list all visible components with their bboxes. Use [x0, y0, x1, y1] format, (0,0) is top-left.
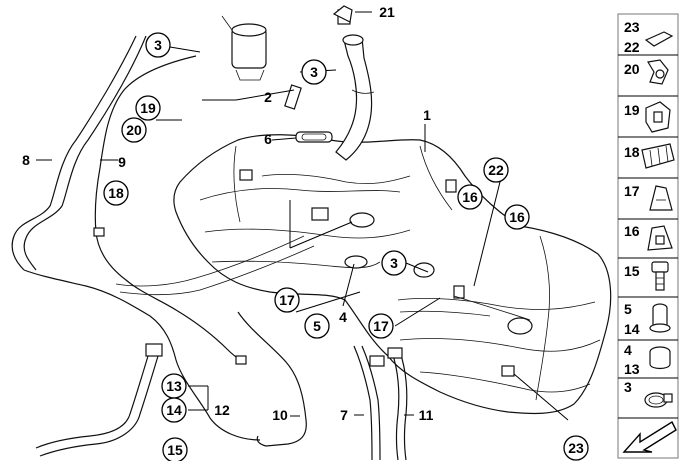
svg-text:23: 23 — [568, 440, 584, 456]
svg-text:13: 13 — [166, 378, 182, 394]
callout-9: 9 — [118, 154, 126, 170]
pipe-2 — [284, 84, 302, 110]
svg-text:15: 15 — [167, 442, 183, 458]
callout-16-left: 16 — [457, 184, 483, 210]
hose-10 — [237, 311, 307, 447]
callout-labels: 1 2 4 6 7 8 9 10 11 12 21 3 3 3 5 13 — [22, 4, 589, 461]
hose-11 — [387, 347, 408, 461]
svg-text:17: 17 — [373, 318, 389, 334]
filler-cap — [332, 5, 353, 25]
callout-6: 6 — [264, 131, 272, 147]
callout-18: 18 — [103, 180, 129, 206]
svg-text:19: 19 — [140, 100, 156, 116]
callout-2: 2 — [264, 89, 272, 105]
charcoal-canister — [221, 15, 267, 81]
gasket-6 — [295, 131, 333, 143]
callout-12: 12 — [214, 402, 230, 418]
svg-text:16: 16 — [509, 209, 525, 225]
bolt-icon — [651, 261, 669, 291]
svg-text:18: 18 — [108, 185, 124, 201]
svg-text:22: 22 — [488, 162, 504, 178]
legend-row-19: 19 — [624, 101, 671, 133]
direction-arrow-icon — [622, 420, 677, 453]
svg-text:17: 17 — [624, 183, 640, 199]
callout-14: 14 — [161, 397, 187, 423]
rubber-mount-icon — [649, 303, 671, 333]
callout-13: 13 — [161, 373, 187, 399]
callout-16-right: 16 — [504, 204, 530, 230]
legend-row-23-22: 23 22 — [624, 19, 674, 55]
callout-4: 4 — [339, 309, 347, 325]
grommet-icon — [649, 346, 671, 370]
callout-19: 19 — [135, 95, 161, 121]
svg-text:3: 3 — [310, 64, 318, 80]
callout-15: 15 — [162, 437, 188, 461]
svg-text:3: 3 — [154, 37, 162, 53]
svg-text:3: 3 — [624, 379, 632, 395]
callout-17-right: 17 — [368, 313, 394, 339]
legend-row-15: 15 — [624, 261, 669, 291]
breather-lines — [115, 235, 531, 321]
svg-text:17: 17 — [279, 292, 295, 308]
leader-lines — [36, 11, 569, 421]
legend-row-20: 20 — [624, 59, 669, 85]
foam-strip-icon — [644, 31, 674, 47]
callout-7: 7 — [340, 407, 348, 423]
callout-8: 8 — [22, 152, 30, 168]
svg-text:22: 22 — [624, 39, 640, 55]
cable-holder-icon — [641, 143, 675, 169]
hose-clamp-icon — [644, 392, 673, 408]
hose-clip-icon — [647, 59, 669, 85]
legend-row-4-13: 4 13 — [624, 342, 671, 377]
spacer-pad-icon — [647, 225, 673, 251]
svg-text:19: 19 — [624, 102, 640, 118]
callout-11: 11 — [419, 407, 434, 423]
hose-7 — [353, 345, 385, 461]
callout-3-tank: 3 — [381, 250, 407, 276]
svg-text:15: 15 — [624, 263, 640, 279]
svg-text:23: 23 — [624, 19, 640, 35]
callout-20: 20 — [121, 117, 147, 143]
svg-text:20: 20 — [624, 61, 640, 77]
hose-9 — [93, 55, 247, 365]
svg-text:13: 13 — [624, 361, 640, 377]
callout-10: 10 — [272, 407, 288, 423]
svg-text:14: 14 — [624, 321, 640, 337]
parts-legend-sidebar: 23 22 20 19 18 — [617, 13, 679, 459]
callout-21: 21 — [379, 4, 395, 20]
hose-8 — [11, 35, 261, 441]
callout-23: 23 — [563, 435, 589, 461]
rubber-pad-icon — [649, 185, 673, 211]
callout-5: 5 — [304, 313, 330, 339]
filler-neck — [335, 34, 375, 161]
callout-17-left: 17 — [274, 287, 300, 313]
svg-text:16: 16 — [624, 223, 640, 239]
legend-row-3: 3 — [624, 379, 673, 408]
legend-row-17: 17 — [624, 183, 673, 211]
legend-row-arrow — [622, 420, 677, 453]
hose-12 — [35, 343, 163, 457]
legend-row-5-14: 5 14 — [624, 301, 671, 337]
svg-text:16: 16 — [462, 189, 478, 205]
svg-text:20: 20 — [126, 122, 142, 138]
callout-1: 1 — [423, 107, 431, 123]
bracket-clip-icon — [645, 101, 671, 133]
svg-text:18: 18 — [624, 144, 640, 160]
svg-text:3: 3 — [390, 255, 398, 271]
svg-text:4: 4 — [624, 342, 632, 358]
svg-text:5: 5 — [624, 301, 632, 317]
svg-text:5: 5 — [313, 318, 321, 334]
legend-row-18: 18 — [624, 143, 675, 169]
legend-row-16: 16 — [624, 223, 673, 251]
callout-3-top: 3 — [145, 32, 171, 58]
callout-3-middle: 3 — [301, 59, 327, 85]
callout-22: 22 — [483, 157, 509, 183]
svg-text:14: 14 — [166, 402, 182, 418]
